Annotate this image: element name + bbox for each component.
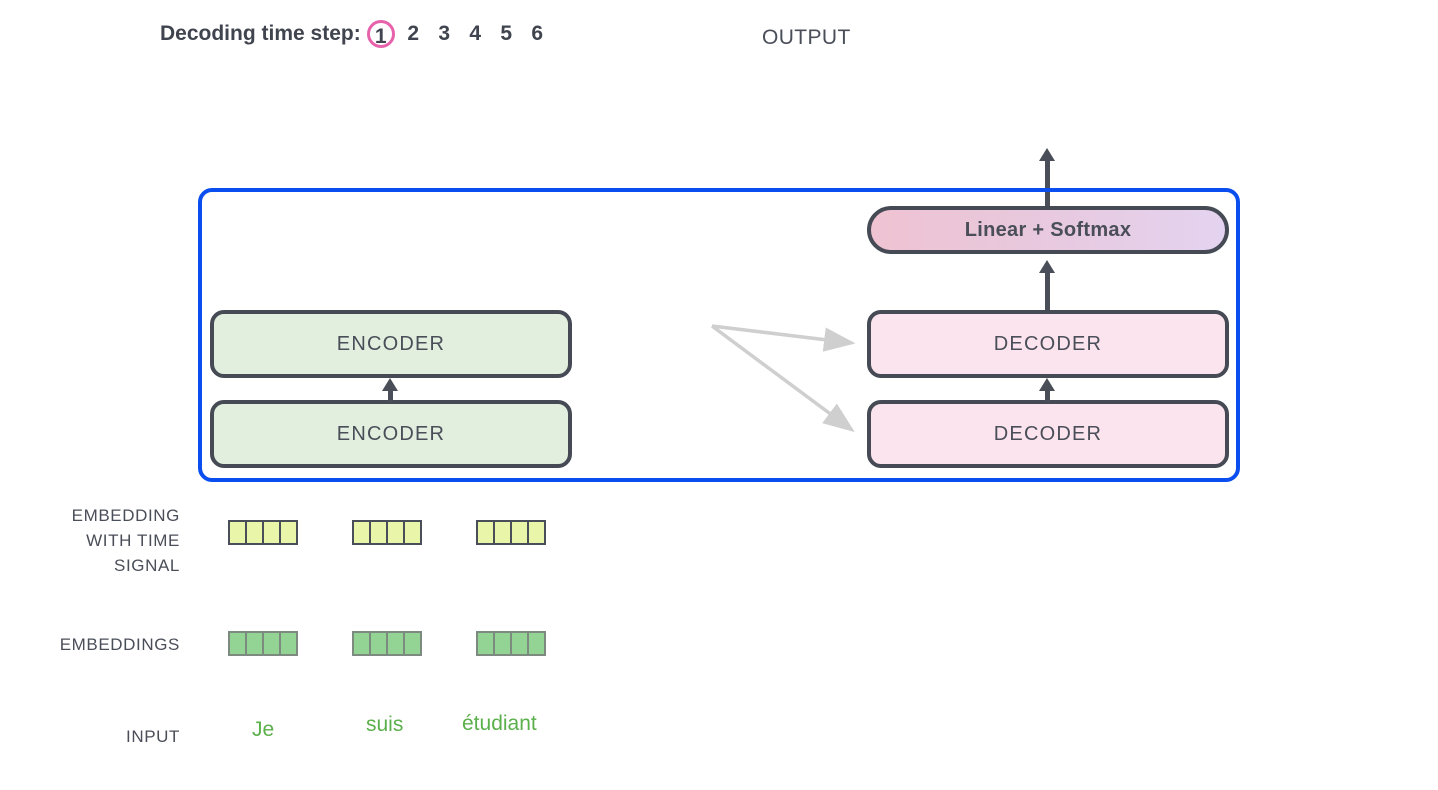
input-word-2: suis xyxy=(366,713,404,736)
decoding-time-step-label: Decoding time step: xyxy=(160,22,361,45)
time-signal-cells-token-1 xyxy=(228,520,298,545)
transformer-container xyxy=(198,188,1240,482)
encoder-bottom-label: ENCODER xyxy=(336,422,446,445)
output-arrow-shaft xyxy=(1045,160,1050,206)
time-step-5[interactable]: 5 xyxy=(500,22,513,45)
encoder-block-top[interactable]: ENCODER xyxy=(210,310,572,378)
cell xyxy=(403,520,422,545)
decoder-stack-arrow-shaft xyxy=(1045,390,1050,402)
decoder-block-top[interactable]: DECODER xyxy=(867,310,1229,378)
arrow-to-top-decoder xyxy=(711,324,856,352)
input-word-1: Je xyxy=(252,718,275,741)
decoder-top-label: DECODER xyxy=(993,332,1103,355)
embedding-time-signal-label: EMBEDDING WITH TIME SIGNAL xyxy=(20,503,180,578)
cell xyxy=(403,631,422,656)
cell xyxy=(527,520,546,545)
time-step-2[interactable]: 2 xyxy=(407,22,420,45)
decoder-block-bottom[interactable]: DECODER xyxy=(867,400,1229,468)
time-signal-cells-token-3 xyxy=(476,520,546,545)
time-step-3[interactable]: 3 xyxy=(438,22,451,45)
embeddings-label: EMBEDDINGS xyxy=(59,635,180,654)
embeddings-cells-token-1 xyxy=(228,631,298,656)
embeddings-cells-token-2 xyxy=(352,631,422,656)
output-label: OUTPUT xyxy=(762,26,851,49)
input-label: INPUT xyxy=(126,727,180,746)
time-step-4[interactable]: 4 xyxy=(469,22,482,45)
embedding-time-signal-label-line-3: SIGNAL xyxy=(114,556,180,575)
embeddings-cells-token-3 xyxy=(476,631,546,656)
embedding-time-signal-label-line-1: EMBEDDING xyxy=(71,506,180,525)
time-signal-cells-token-2 xyxy=(352,520,422,545)
encoder-stack-arrow-shaft xyxy=(388,390,393,402)
decoder-to-linear-head xyxy=(1039,260,1055,273)
decoder-stack-arrow-head xyxy=(1039,378,1055,391)
time-step-1[interactable]: 1 xyxy=(366,20,395,48)
arrow-to-bottom-decoder xyxy=(710,324,855,433)
cell xyxy=(279,631,298,656)
output-arrow-head xyxy=(1039,148,1055,161)
input-word-3: étudiant xyxy=(462,712,537,735)
embedding-time-signal-label-line-2: WITH TIME xyxy=(86,531,180,550)
decoder-to-linear-shaft xyxy=(1045,272,1050,310)
decoder-bottom-label: DECODER xyxy=(993,422,1103,445)
linear-softmax-block[interactable]: Linear + Softmax xyxy=(867,206,1229,254)
decoding-time-step-row: Decoding time step: 1 2 3 4 5 6 xyxy=(160,20,553,48)
encoder-stack-arrow-head xyxy=(382,378,398,391)
linear-softmax-label: Linear + Softmax xyxy=(964,218,1132,241)
encoder-top-label: ENCODER xyxy=(336,332,446,355)
time-step-6[interactable]: 6 xyxy=(531,22,544,45)
cell xyxy=(279,520,298,545)
encoder-block-bottom[interactable]: ENCODER xyxy=(210,400,572,468)
cell xyxy=(527,631,546,656)
